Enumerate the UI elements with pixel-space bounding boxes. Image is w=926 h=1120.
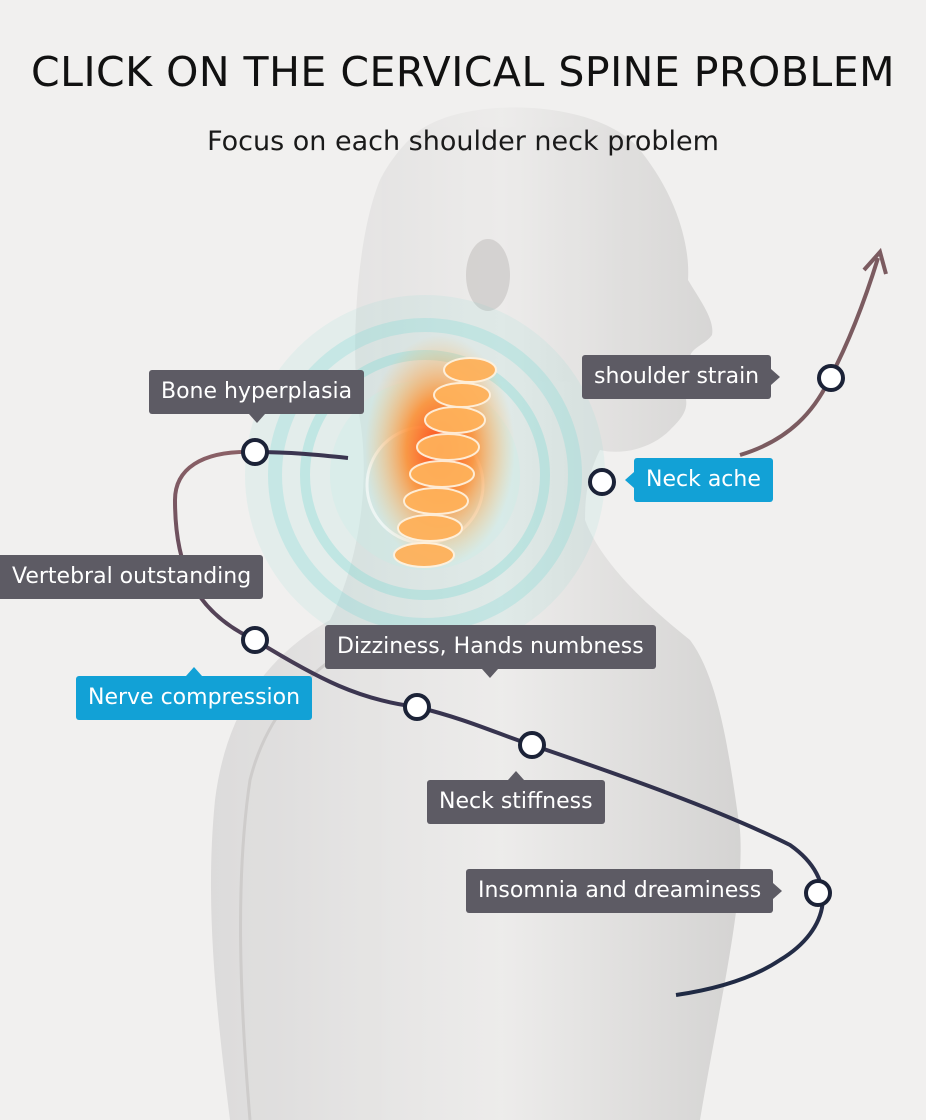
label-dizziness-hands-numbness[interactable]: Dizziness, Hands numbness	[325, 625, 656, 678]
page-subtitle: Focus on each shoulder neck problem	[207, 126, 719, 157]
label-bone-hyperplasia[interactable]: Bone hyperplasia	[149, 370, 365, 423]
node-insomnia[interactable]	[804, 879, 832, 907]
node-vertebral-outstanding[interactable]	[241, 626, 269, 654]
node-dizziness[interactable]	[403, 693, 431, 721]
node-neck-stiffness[interactable]	[518, 731, 546, 759]
node-neck-ache[interactable]	[588, 468, 616, 496]
page-title: CLICK ON THE CERVICAL SPINE PROBLEM	[30, 48, 896, 96]
node-bone-hyperplasia[interactable]	[241, 438, 269, 466]
label-vertebral-outstanding[interactable]: Vertebral outstanding	[0, 555, 264, 599]
cervical-spine	[365, 335, 515, 568]
arrow-head-icon	[862, 247, 888, 275]
node-shoulder-strain[interactable]	[817, 364, 845, 392]
label-insomnia-dreaminess[interactable]: Insomnia and dreaminess	[466, 869, 783, 913]
label-nerve-compression[interactable]: Nerve compression	[76, 667, 313, 720]
label-neck-stiffness[interactable]: Neck stiffness	[427, 771, 605, 824]
problem-path-lower	[172, 449, 825, 997]
label-shoulder-strain[interactable]: shoulder strain	[582, 355, 781, 399]
label-neck-ache[interactable]: Neck ache	[625, 458, 773, 502]
